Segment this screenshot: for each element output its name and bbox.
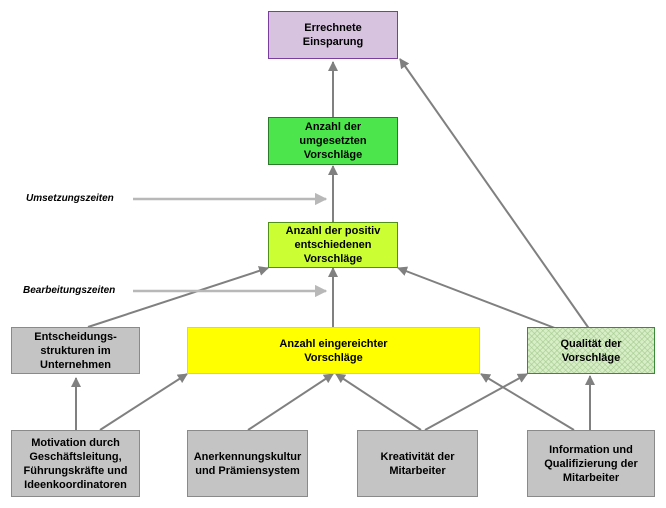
arrow-recognition-to-submitted bbox=[247, 373, 334, 431]
implementation-times-label: Umsetzungszeiten bbox=[26, 193, 114, 204]
arrow-information-to-submitted bbox=[480, 373, 575, 431]
implemented-suggestions-box: Anzahl der umgesetzten Vorschläge bbox=[268, 117, 398, 165]
arrow-creativity-to-submitted bbox=[335, 373, 422, 431]
submitted-suggestions-box: Anzahl eingereichter Vorschläge bbox=[187, 327, 480, 374]
processing-times-label: Bearbeitungszeiten bbox=[23, 285, 116, 296]
motivation-box: Motivation durch Geschäftsleitung, Führu… bbox=[11, 430, 140, 497]
quality-suggestions-box: Qualität der Vorschläge bbox=[527, 327, 655, 374]
arrow-motivation-to-submitted bbox=[99, 373, 188, 431]
savings-box: Errechnete Einsparung bbox=[268, 11, 398, 59]
recognition-culture-box: Anerkennungskultur und Prämiensystem bbox=[187, 430, 308, 497]
arrow-quality-to-positive bbox=[397, 266, 561, 331]
arrow-creativity-to-quality bbox=[424, 373, 528, 431]
arrow-decision-to-positive bbox=[87, 266, 269, 328]
information-box: Information und Qualifizierung der Mitar… bbox=[527, 430, 655, 497]
creativity-box: Kreativität der Mitarbeiter bbox=[357, 430, 478, 497]
decision-structures-box: Entscheidungs- strukturen im Unternehmen bbox=[11, 327, 140, 374]
positive-suggestions-box: Anzahl der positiv entschiedenen Vorschl… bbox=[268, 222, 398, 268]
arrow-quality-to-savings bbox=[399, 58, 591, 331]
